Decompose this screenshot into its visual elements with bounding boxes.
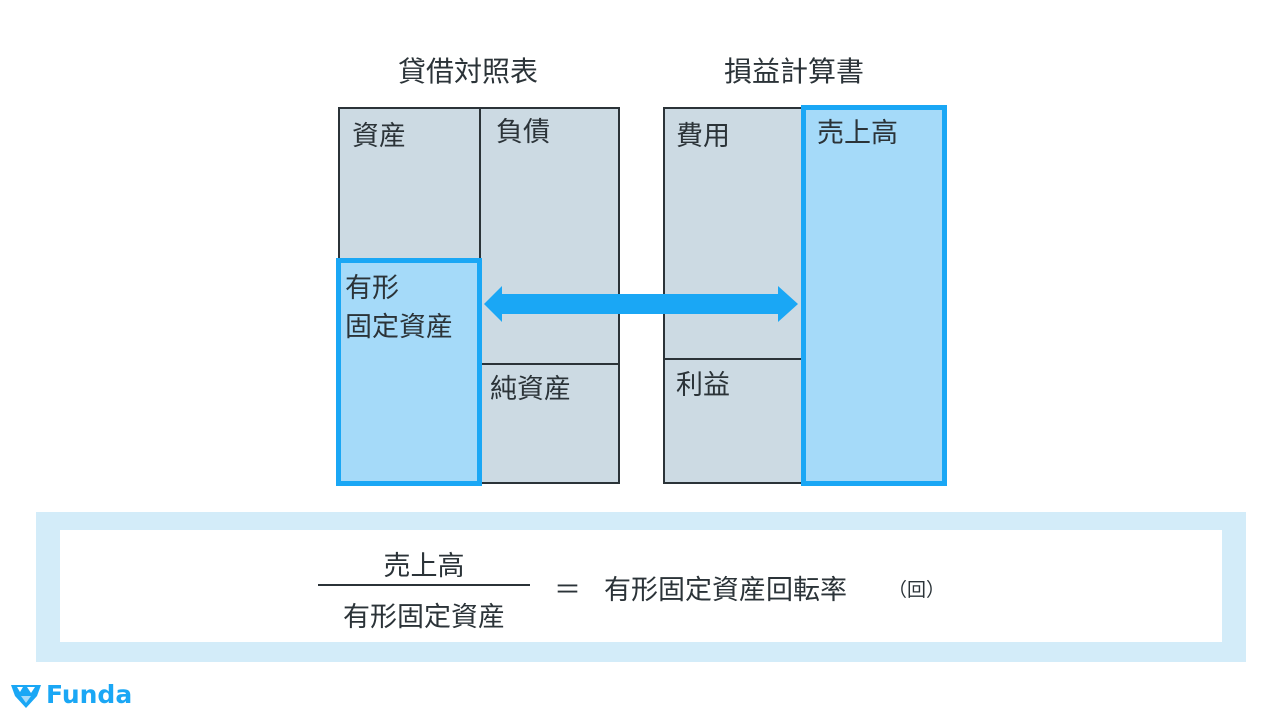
formula-card [60, 530, 1222, 642]
formula-numerator: 売上高 [383, 551, 465, 582]
tangible-fixed-assets-label-1: 有形 [345, 273, 399, 304]
formula-equals: ＝ [554, 575, 581, 606]
profit-box [663, 358, 805, 484]
formula-result: 有形固定資産回転率 [604, 575, 847, 606]
funda-logo-text: Funda [46, 680, 133, 709]
sales-label: 売上高 [817, 118, 898, 149]
tangible-fixed-assets-label-2: 固定資産 [345, 312, 453, 343]
double-arrow-icon [484, 286, 798, 322]
liabilities-box [479, 107, 620, 366]
formula-denominator: 有形固定資産 [343, 602, 505, 633]
liabilities-label: 負債 [496, 117, 550, 148]
funda-logo-icon [11, 685, 41, 708]
formula-unit: （回） [888, 579, 946, 601]
net-assets-label: 純資産 [490, 374, 571, 405]
balance-sheet-title: 貸借対照表 [398, 55, 539, 88]
sales-box [801, 105, 947, 486]
tangible-fixed-assets-box [336, 258, 482, 486]
profit-label: 利益 [676, 370, 730, 401]
fraction-line [318, 584, 530, 586]
assets-label: 資産 [352, 121, 406, 152]
income-statement-title: 損益計算書 [724, 55, 865, 88]
expenses-label: 費用 [676, 121, 730, 152]
